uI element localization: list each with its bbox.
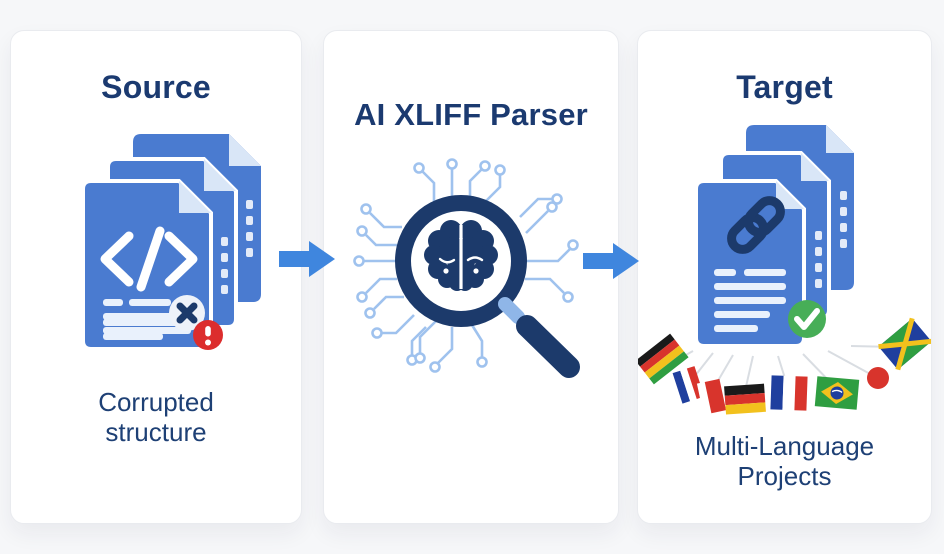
document-back [133, 134, 261, 302]
flag-striped [638, 333, 689, 385]
link-chain-icon [727, 196, 785, 254]
document-middle [106, 157, 238, 329]
success-check-icon [788, 300, 826, 338]
flag-jamaica [878, 317, 931, 371]
document-text-lines [714, 269, 786, 332]
panel-parser: AI XLIFF Parser [323, 30, 619, 524]
error-x-icon [169, 295, 205, 331]
document-middle [719, 151, 831, 320]
flag-fan-lines [667, 345, 897, 392]
flag-brazil [814, 376, 860, 410]
source-caption: Corrupted structure [98, 387, 214, 448]
panel-target: Target [637, 30, 932, 524]
flow-arrow-icon [279, 241, 335, 277]
magnifier-ring [395, 195, 527, 327]
document-text-lines [103, 299, 191, 334]
flag-germany [724, 383, 766, 415]
document-front [694, 179, 806, 348]
flag-france [770, 375, 808, 411]
circuit-traces-icon [353, 158, 579, 373]
flag-france-small [672, 366, 705, 404]
document-text-lines-lower [103, 319, 179, 340]
code-tag-icon [100, 226, 198, 292]
flag-japan [867, 367, 889, 389]
target-title: Target [736, 69, 833, 105]
panel-source: Source [10, 30, 302, 524]
document-front [81, 179, 213, 351]
flag-red-white [696, 378, 727, 415]
flow-arrow-icon [583, 243, 639, 279]
document-back [746, 125, 854, 290]
alert-exclamation-icon [193, 320, 223, 350]
brain-icon [424, 220, 498, 291]
source-title: Source [101, 69, 211, 105]
parser-title: AI XLIFF Parser [354, 97, 588, 132]
magnifier-handle [498, 297, 580, 378]
target-caption: Multi-Language Projects [694, 431, 875, 492]
